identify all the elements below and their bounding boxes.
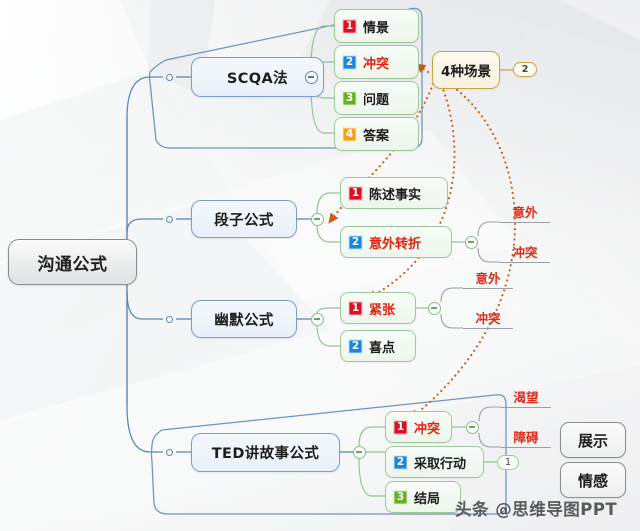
branch-label: 段子公式 [214, 212, 274, 229]
number-badge: 1 [348, 300, 363, 316]
collapse-dot-youmo[interactable] [166, 315, 173, 323]
leaf-label: 答案 [363, 128, 390, 144]
callout-node-4scenes[interactable]: 4种场景 [432, 51, 500, 89]
side-note-label: 情感 [577, 471, 608, 490]
number-badge: 1 [393, 419, 408, 435]
leaf-label: 紧张 [369, 302, 396, 318]
leaf-node[interactable]: 1 陈述事实 [340, 177, 448, 209]
branch-label: SCQA法 [226, 70, 289, 87]
branch-node-scqa[interactable]: SCQA法 [191, 57, 324, 97]
underline-node-duanzi-bottom[interactable]: 冲突 [500, 245, 550, 263]
collapse-minus-ted[interactable] [352, 445, 366, 459]
collapse-dot-duanzi[interactable] [166, 215, 173, 223]
collapsed-count-badge[interactable]: 1 [497, 455, 519, 470]
leaf-label: 结局 [414, 491, 441, 507]
number-badge: 2 [342, 54, 357, 70]
collapse-dot-scqa[interactable] [166, 73, 173, 81]
leaf-label: 喜点 [369, 340, 396, 356]
leaf-node[interactable]: 1 冲突 [385, 411, 452, 443]
collapse-minus-ted-pair[interactable] [465, 420, 479, 434]
number-badge: 2 [348, 338, 363, 354]
leaf-label: 采取行动 [414, 456, 467, 472]
callout-label: 4种场景 [441, 64, 491, 80]
underline-node-youmo-bottom[interactable]: 冲突 [463, 311, 513, 329]
number-badge: 3 [393, 489, 408, 505]
leaf-label: 冲突 [414, 421, 441, 437]
number-badge: 2 [348, 234, 363, 250]
branch-node-ted[interactable]: TED讲故事公式 [191, 433, 340, 472]
branch-node-youmo[interactable]: 幽默公式 [191, 300, 297, 338]
leaf-node[interactable]: 2 意外转折 [340, 226, 452, 258]
branch-label: TED讲故事公式 [211, 446, 320, 462]
leaf-label: 情景 [363, 20, 390, 36]
leaf-node[interactable]: 4 答案 [334, 117, 419, 151]
leaf-label: 意外转折 [369, 236, 422, 252]
collapse-minus-duanzi[interactable] [310, 212, 324, 226]
leaf-node[interactable]: 3 问题 [334, 81, 419, 115]
underline-node-youmo-top[interactable]: 意外 [463, 271, 513, 289]
collapsed-count-badge[interactable]: 2 [513, 62, 537, 77]
number-badge: 3 [342, 90, 357, 106]
root-node[interactable]: 沟通公式 [8, 239, 137, 285]
leaf-node[interactable]: 2 冲突 [334, 45, 419, 79]
leaf-node[interactable]: 1 情景 [334, 9, 419, 43]
side-note-label: 展示 [577, 431, 608, 450]
collapse-minus-youmo-pair[interactable] [427, 301, 441, 315]
leaf-label: 陈述事实 [369, 187, 422, 203]
branch-node-duanzi[interactable]: 段子公式 [191, 200, 297, 238]
underline-node-ted-bottom[interactable]: 障碍 [501, 430, 551, 448]
leaf-label: 问题 [363, 92, 390, 108]
branch-label: 幽默公式 [214, 312, 274, 329]
leaf-label: 冲突 [363, 56, 390, 72]
leaf-node[interactable]: 2 喜点 [340, 330, 416, 362]
collapse-minus-scqa[interactable] [304, 70, 318, 84]
side-note-qinggan[interactable]: 情感 [560, 462, 626, 498]
collapse-minus-duanzi-pair[interactable] [464, 235, 478, 249]
leaf-node[interactable]: 3 结局 [385, 481, 461, 513]
root-label: 沟通公式 [37, 254, 108, 275]
underline-node-duanzi-top[interactable]: 意外 [500, 205, 550, 223]
leaf-node[interactable]: 2 采取行动 [385, 446, 484, 478]
number-badge: 1 [342, 18, 357, 34]
number-badge: 1 [348, 185, 363, 201]
leaf-node[interactable]: 1 紧张 [340, 292, 416, 324]
underline-node-ted-top[interactable]: 渴望 [501, 390, 551, 408]
watermark: 头条 @思维导图PPT [455, 500, 618, 519]
number-badge: 2 [393, 454, 408, 470]
collapse-minus-youmo[interactable] [310, 312, 324, 326]
collapse-dot-ted[interactable] [166, 448, 173, 456]
side-note-zhanshi[interactable]: 展示 [560, 422, 626, 458]
number-badge: 4 [342, 126, 357, 142]
